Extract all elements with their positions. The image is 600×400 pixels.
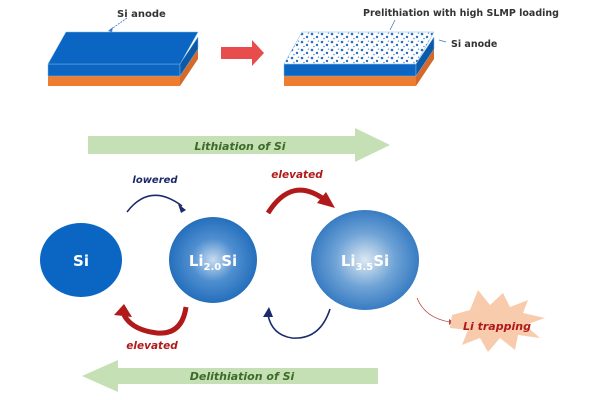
elevated-top-label: elevated [271,169,323,181]
prelithiation-label: Prelithiation with high SLMP loading [363,8,559,19]
li35si-label: Li3.5Si [341,252,389,273]
lithiation-label: Lithiation of Si [194,140,285,153]
lithiation-arrow-icon [88,128,390,162]
li-trapping-label: Li trapping [463,320,531,333]
lowered-bottom-arc-arrow-icon [267,308,331,339]
elevated-top-arc-arrow-icon [265,187,327,215]
elevated-bottom-arrowhead [114,304,132,317]
si-label: Si [73,252,89,270]
li2si-particle [169,217,257,303]
li35si-particle [311,210,419,310]
left-pointer-head [108,27,113,32]
elevated-bottom-label: elevated [126,340,178,352]
delithiation-label: Delithiation of Si [190,370,295,383]
right-anode-label: Si anode [451,39,497,50]
lowered-label: lowered [132,175,178,186]
left-pointer-line [109,17,128,31]
si-anode-slab-left [47,31,199,86]
prelithiated-slab-right [283,31,435,86]
li2si-label: Li2.0Si [189,252,237,273]
right-top-pointer-line [389,19,396,31]
right-anode-pointer-line [438,39,447,43]
elevated-top-arrowhead [317,192,335,208]
li-trapping-starburst-icon [450,290,545,352]
transform-arrow-icon [221,40,264,66]
si-particle [40,223,122,297]
lowered-arrowhead [178,204,186,213]
left-anode-label: Si anode [117,9,166,20]
delithiation-arrow-icon [82,360,378,392]
trap-pointer-line [416,297,451,323]
lowered-bottom-arrowhead [263,307,273,317]
elevated-bottom-arc-arrow-icon [121,306,189,336]
lowered-arc-arrow-icon [126,194,183,213]
